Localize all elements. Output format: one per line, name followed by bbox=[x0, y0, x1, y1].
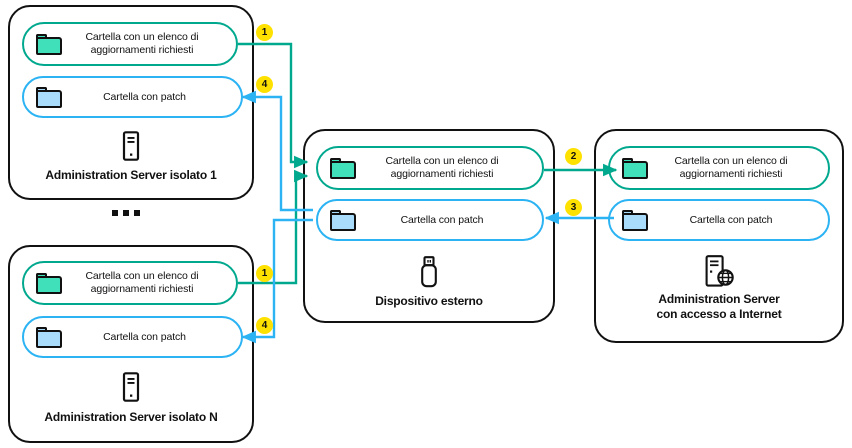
server-tower-icon bbox=[120, 372, 142, 407]
isolated-n-blue-folder-pill[interactable]: Cartella con patch bbox=[22, 316, 243, 358]
node-caption-internet-line1: Administration Server bbox=[658, 292, 780, 306]
folder-icon bbox=[330, 209, 356, 231]
node-caption-internet: Administration Server con accesso a Inte… bbox=[594, 292, 844, 322]
node-caption-internet-line2: con accesso a Internet bbox=[656, 307, 782, 321]
folder-icon bbox=[330, 157, 356, 179]
step-badge-4-top[interactable]: 4 bbox=[256, 76, 273, 93]
internet-green-folder-pill[interactable]: Cartella con un elenco di aggiornamenti … bbox=[608, 146, 830, 190]
node-caption-isolated-n: Administration Server isolato N bbox=[44, 410, 218, 424]
folder-icon bbox=[622, 209, 648, 231]
pill-label: Cartella con un elenco di aggiornamenti … bbox=[85, 31, 199, 56]
ellipsis-dot bbox=[134, 210, 140, 216]
ellipsis-dot bbox=[123, 210, 129, 216]
external-green-folder-pill[interactable]: Cartella con un elenco di aggiornamenti … bbox=[316, 146, 544, 190]
ellipsis-separator bbox=[112, 210, 140, 216]
internet-blue-folder-pill[interactable]: Cartella con patch bbox=[608, 199, 830, 241]
step-badge-4-bottom[interactable]: 4 bbox=[256, 317, 273, 334]
pill-label: Cartella con un elenco di aggiornamenti … bbox=[385, 155, 499, 180]
step-badge-2[interactable]: 2 bbox=[565, 148, 582, 165]
usb-flash-drive-icon bbox=[418, 256, 440, 293]
isolated-1-blue-folder-pill[interactable]: Cartella con patch bbox=[22, 76, 243, 118]
ellipsis-dot bbox=[112, 210, 118, 216]
pill-label: Cartella con patch bbox=[103, 330, 186, 343]
pill-label: Cartella con un elenco di aggiornamenti … bbox=[85, 270, 199, 295]
node-caption-external: Dispositivo esterno bbox=[375, 294, 483, 308]
folder-icon bbox=[36, 272, 62, 294]
isolated-1-green-folder-pill[interactable]: Cartella con un elenco di aggiornamenti … bbox=[22, 22, 238, 66]
node-caption-isolated-1: Administration Server isolato 1 bbox=[45, 168, 217, 182]
isolated-n-green-folder-pill[interactable]: Cartella con un elenco di aggiornamenti … bbox=[22, 261, 238, 305]
folder-icon bbox=[622, 157, 648, 179]
pill-label: Cartella con patch bbox=[400, 213, 484, 226]
step-badge-1-top[interactable]: 1 bbox=[256, 24, 273, 41]
pill-label: Cartella con patch bbox=[103, 90, 186, 103]
step-badge-1-bottom[interactable]: 1 bbox=[256, 265, 273, 282]
folder-icon bbox=[36, 86, 62, 108]
server-tower-icon bbox=[120, 131, 142, 166]
server-globe-icon bbox=[705, 255, 735, 292]
pill-label: Cartella con patch bbox=[689, 213, 773, 226]
pill-label: Cartella con un elenco di aggiornamenti … bbox=[674, 155, 788, 180]
external-blue-folder-pill[interactable]: Cartella con patch bbox=[316, 199, 544, 241]
folder-icon bbox=[36, 33, 62, 55]
folder-icon bbox=[36, 326, 62, 348]
step-badge-3[interactable]: 3 bbox=[565, 199, 582, 216]
